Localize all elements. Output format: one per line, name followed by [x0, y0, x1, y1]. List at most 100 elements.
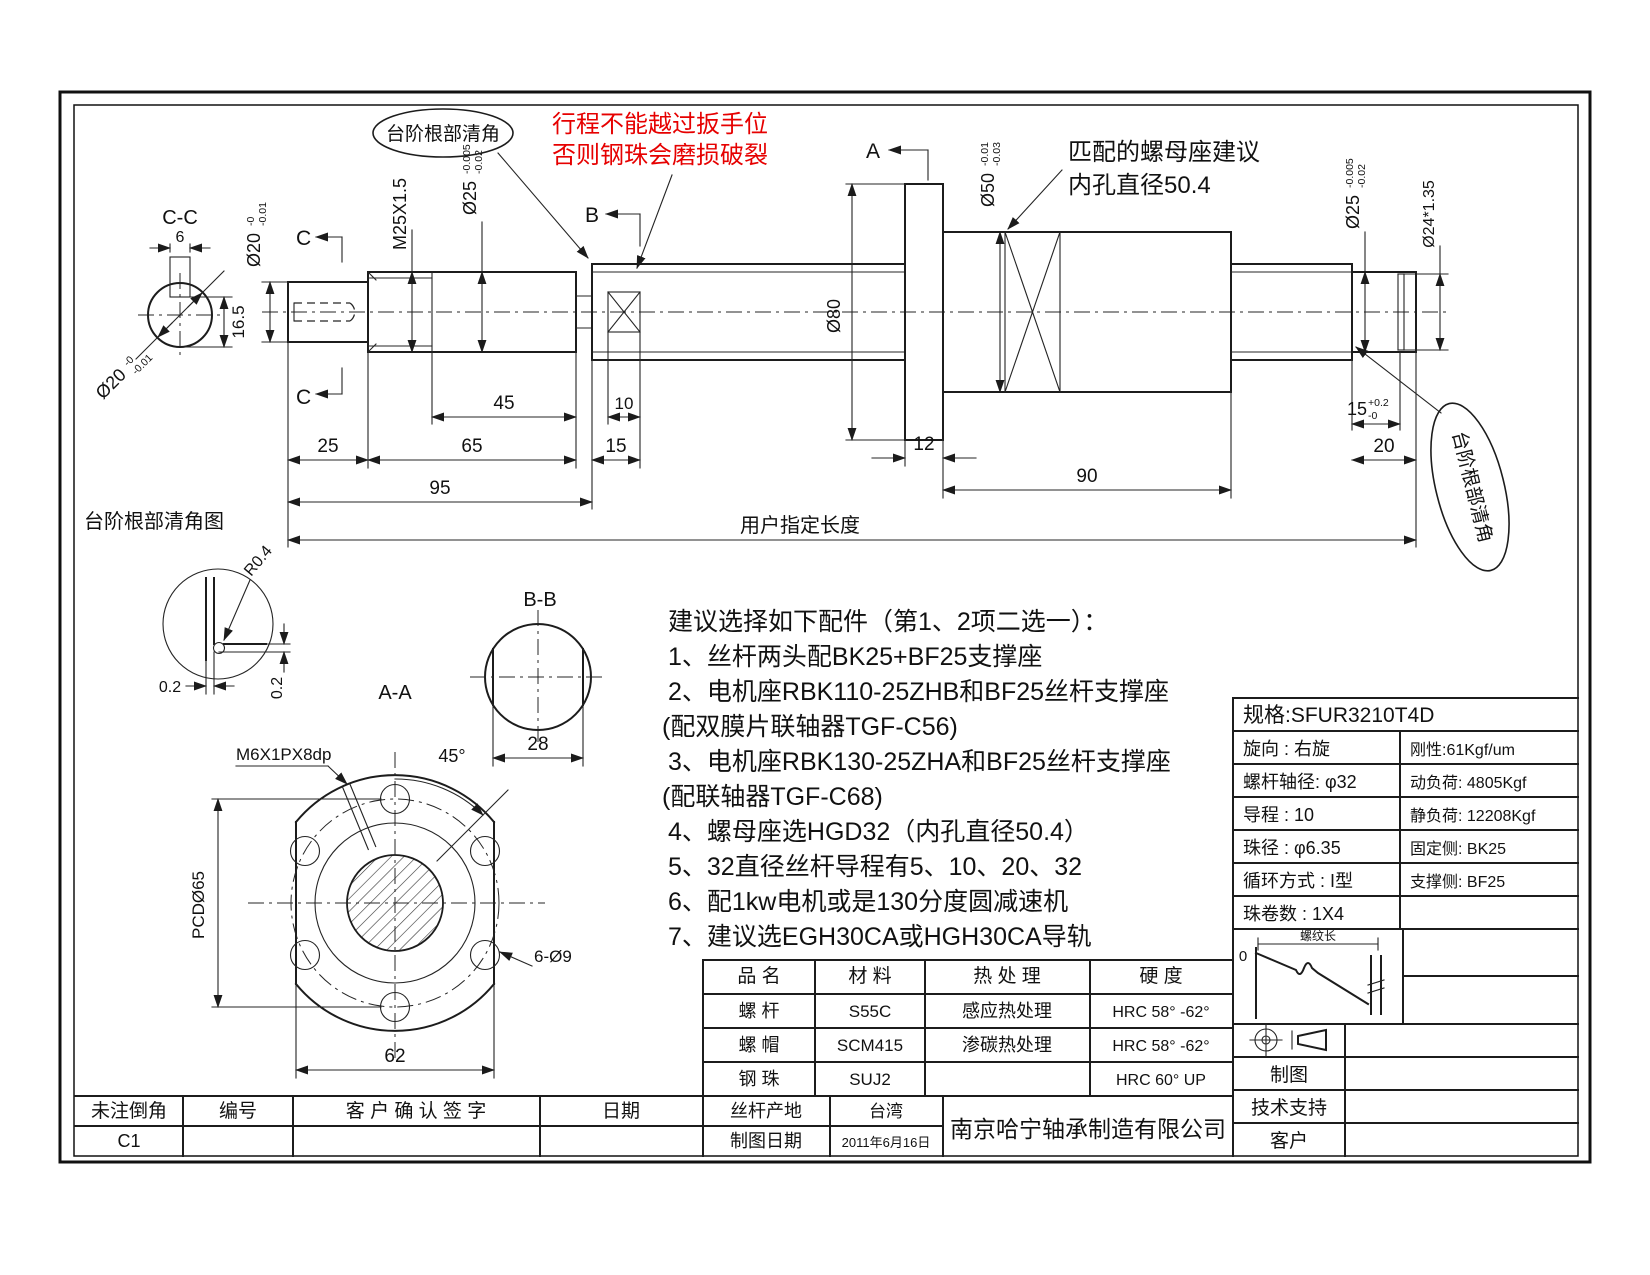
spec-title: 规格:SFUR3210T4D	[1243, 704, 1434, 727]
main-shaft-view	[262, 183, 1448, 441]
detail-title: 台阶根部清角图	[84, 510, 224, 533]
note-line-5: (配联轴器TGF-C68)	[662, 783, 883, 811]
material-header-heat: 热 处 理	[973, 965, 1041, 987]
view-step-root-detail: 台阶根部清角图 R0.4 0.2 0.2	[84, 510, 291, 699]
section-b-marker: B	[585, 204, 599, 227]
spec-static-load: 静负荷: 12208Kgf	[1410, 807, 1536, 825]
dim-pcd65: PCDØ65	[189, 871, 208, 939]
view-cc: C-C 6 16.5 Ø20 -0 -0.01	[92, 207, 248, 403]
note-line-2: 2、电机座RBK110-25ZHB和BF25丝杆支撑座	[668, 678, 1169, 706]
dim-45: 45	[493, 393, 514, 414]
dim-dia25-left: Ø25 -0.005 -0.02	[460, 144, 485, 215]
spec-rigidity: 刚性:61Kgf/um	[1410, 741, 1515, 759]
section-c-marker-bottom: C	[296, 386, 311, 409]
section-a-marker: A	[866, 140, 880, 163]
svg-text:Ø80: Ø80	[824, 299, 844, 333]
svg-text:R0.4: R0.4	[241, 543, 276, 580]
titleblock-sign-label: 客 户 确 认 签 字	[346, 1100, 486, 1122]
svg-text:-0: -0	[245, 217, 257, 226]
svg-text:Ø50: Ø50	[978, 173, 998, 207]
dim-dia80: Ø80	[824, 299, 844, 333]
svg-text:台阶根部清角: 台阶根部清角	[1448, 429, 1497, 545]
note-line-9: 7、建议选EGH30CA或HGH30CA导轨	[668, 923, 1092, 951]
chart-zero-label: 0	[1239, 948, 1247, 965]
material-row-screw-material: S55C	[849, 1002, 892, 1021]
material-row-ball-name: 钢 珠	[738, 1069, 779, 1089]
dim-25: 25	[317, 436, 338, 457]
material-row-nut-name: 螺 帽	[738, 1035, 779, 1055]
note-line-0: 建议选择如下配件（第1、2项二选一）：	[668, 608, 1108, 636]
dim-02-vertical: 0.2	[269, 677, 286, 699]
callout-step-root-top: 台阶根部清角	[386, 123, 500, 145]
titleblock-chamfer-value: C1	[117, 1131, 140, 1151]
titleblock-date-label: 日期	[602, 1100, 640, 1122]
material-header-material: 材 料	[848, 965, 891, 987]
titleblock-origin-value: 台湾	[869, 1102, 903, 1121]
titleblock-draft-label: 制图	[1270, 1064, 1308, 1086]
section-c-marker-top: C	[296, 227, 311, 250]
dim-6xdia9: 6-Ø9	[534, 947, 572, 966]
dim-90: 90	[1076, 466, 1097, 487]
dim-dia20-left: Ø20 -0 -0.01	[244, 202, 269, 267]
view-aa-title: A-A	[378, 682, 412, 704]
material-row-nut-material: SCM415	[837, 1036, 903, 1055]
annotations: 台阶根部清角 行程不能越过扳手位 否则钢珠会磨损破裂 匹配的螺母座建议 内孔直径…	[296, 108, 1510, 572]
svg-text:PCDØ65: PCDØ65	[189, 871, 208, 939]
dim-dia24: Ø24*1.35	[1421, 180, 1438, 248]
dim-15tol: 15	[1347, 399, 1367, 419]
dim-15tol-lower: -0	[1368, 410, 1377, 422]
material-row-ball-hardness: HRC 60° UP	[1116, 1072, 1206, 1089]
view-bb: B-B 28	[470, 589, 606, 767]
note-line-8: 6、配1kw电机或是130分度圆减速机	[668, 888, 1068, 916]
spec-ball-turns: 珠卷数 : 1X4	[1243, 904, 1344, 924]
dim-dia25-right: Ø25 -0.005 -0.02	[1343, 158, 1368, 229]
dim-m25: M25X1.5	[390, 178, 410, 250]
svg-text:Ø20: Ø20	[244, 233, 264, 267]
titleblock-support-label: 技术支持	[1251, 1097, 1327, 1119]
material-row-ball-material: SUJ2	[849, 1070, 891, 1089]
view-bb-title: B-B	[523, 589, 556, 611]
dim-10: 10	[615, 394, 634, 413]
dim-m6: M6X1PX8dp	[236, 745, 331, 764]
titleblock-customer-label: 客户	[1270, 1130, 1308, 1152]
svg-text:-0.01: -0.01	[257, 202, 269, 226]
dim-02-horizontal: 0.2	[159, 679, 181, 696]
spec-shaft-dia: 螺杆轴径: φ32	[1243, 772, 1357, 792]
note-line-4: 3、电机座RBK130-25ZHA和BF25丝杆支撑座	[668, 748, 1171, 776]
svg-text:16.5: 16.5	[229, 305, 248, 338]
material-row-screw-heat: 感应热处理	[962, 1001, 1052, 1021]
sheet-frame	[58, 90, 1592, 1164]
titleblock-drawdate-value: 2011年6月16日	[842, 1135, 931, 1150]
svg-text:Ø25: Ø25	[460, 181, 480, 215]
dim-20: 20	[1373, 436, 1394, 457]
dim-62: 62	[384, 1046, 405, 1067]
svg-text:-0.01: -0.01	[130, 352, 156, 378]
material-row-nut-heat: 渗碳热处理	[962, 1035, 1052, 1055]
spec-circulation: 循环方式 : I型	[1243, 871, 1353, 891]
svg-text:0.2: 0.2	[269, 677, 286, 699]
dim-r04: R0.4	[241, 543, 276, 580]
note-line-3: (配双膜片联轴器TGF-C56)	[662, 713, 958, 741]
warning-line-2: 否则钢珠会磨损破裂	[552, 142, 768, 169]
spec-support-side: 支撑侧: BF25	[1410, 873, 1505, 891]
callout-step-root-right: 台阶根部清角	[1448, 429, 1497, 545]
material-row-screw-name: 螺 杆	[738, 1001, 779, 1021]
dim-16-5: 16.5	[229, 305, 248, 338]
dim-28: 28	[527, 734, 548, 755]
material-header-hardness: 硬 度	[1139, 965, 1182, 987]
chart-thread-length-label: 螺纹长	[1300, 929, 1336, 943]
svg-text:Ø25: Ø25	[1343, 195, 1363, 229]
svg-text:Ø24*1.35: Ø24*1.35	[1421, 180, 1438, 248]
dim-15: 15	[605, 436, 626, 457]
note-line-6: 4、螺母座选HGD32（内孔直径50.4）	[668, 818, 1089, 846]
spec-ball-dia: 珠径 : φ6.35	[1243, 838, 1341, 858]
titleblock-serial-label: 编号	[219, 1100, 257, 1122]
dim-95: 95	[429, 478, 450, 499]
material-header-name: 品 名	[737, 965, 780, 987]
note-line-1: 1、丝杆两头配BK25+BF25支撑座	[668, 643, 1042, 671]
nut-suggestion-2: 内孔直径50.4	[1068, 172, 1211, 199]
spec-dyn-load: 动负荷: 4805Kgf	[1410, 774, 1527, 792]
svg-text:-0.005: -0.005	[1344, 158, 1356, 188]
view-cc-title: C-C	[162, 207, 198, 229]
